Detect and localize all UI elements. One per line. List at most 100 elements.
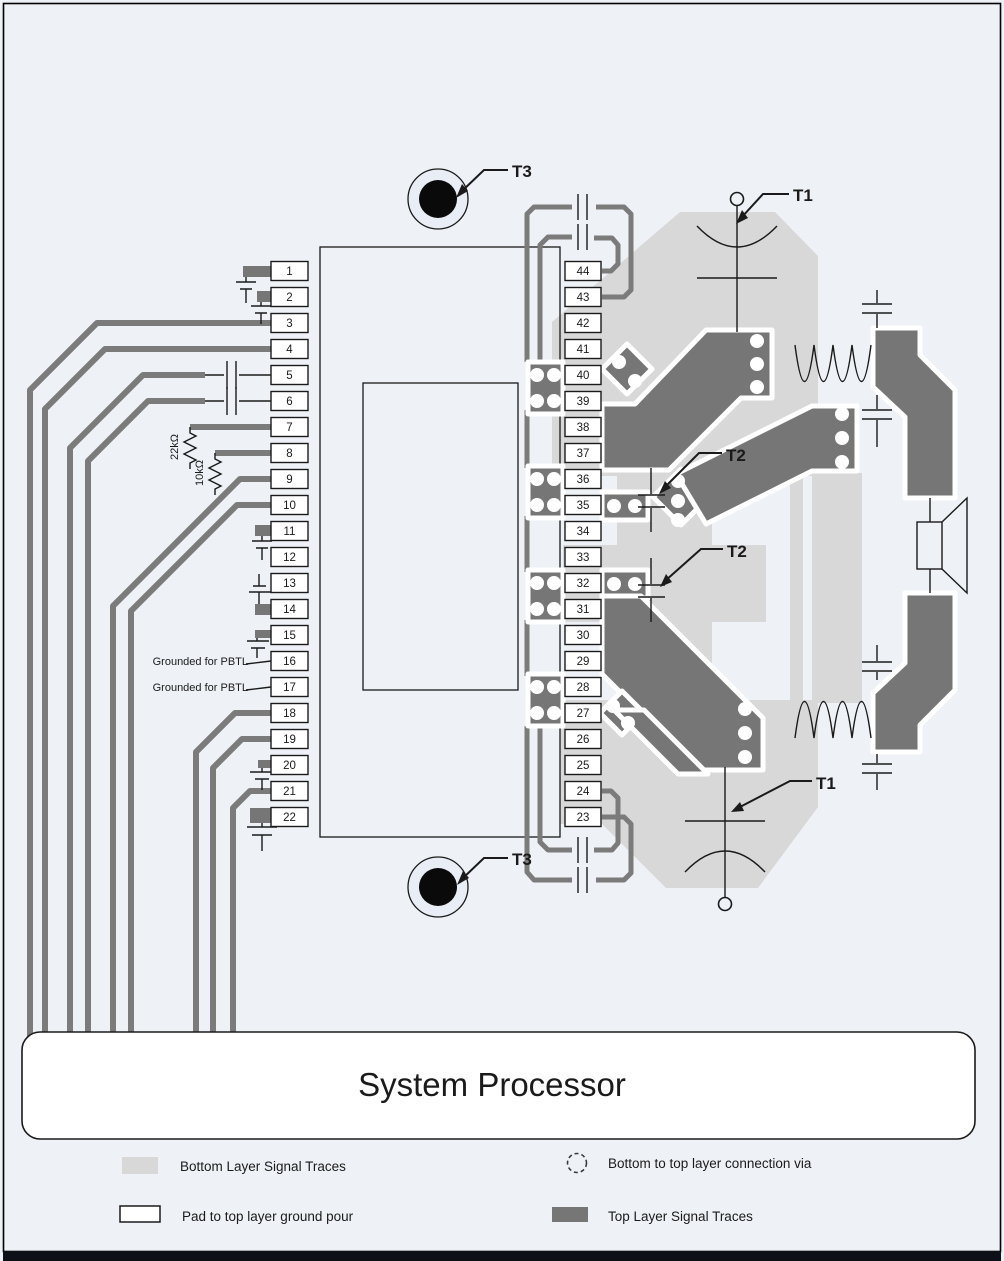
legend-item-via: Bottom to top layer connection via: [566, 1152, 812, 1174]
pin-box: [564, 650, 602, 672]
pin-number: 16: [283, 656, 296, 668]
pin-box: [564, 312, 602, 334]
pin-box: [564, 520, 602, 542]
svg-text:T1: T1: [816, 774, 836, 793]
pin-box: [564, 728, 602, 750]
pin-number: 8: [286, 448, 292, 460]
left-signal-traces: [27, 320, 271, 1040]
speaker-icon: [916, 496, 968, 595]
pin-number: 1: [286, 266, 292, 278]
pin-box: [564, 416, 602, 438]
t3-via-top-icon: [407, 168, 469, 230]
t2-label-upper: T2: [659, 446, 746, 494]
t3-label-bottom: T3: [457, 850, 532, 885]
t1-label-top: T1: [736, 186, 813, 224]
bootstrap-trace-loops: [524, 194, 634, 893]
capacitor-icon: [577, 867, 588, 893]
pin-number: 38: [577, 422, 590, 434]
resistor-icon: [207, 453, 223, 495]
pin-number: 27: [577, 708, 590, 720]
pin-box: [270, 364, 309, 386]
legend-item-ground-pad: Pad to top layer ground pour: [119, 1205, 354, 1224]
pin-box: [564, 676, 602, 698]
legend-item-bottom-layer: Bottom Layer Signal Traces: [122, 1157, 346, 1174]
pin-box: [564, 572, 602, 594]
pin-box: [564, 494, 602, 516]
pin-box: [564, 702, 602, 724]
pin-box: [564, 546, 602, 568]
pin-number: 34: [577, 526, 590, 538]
pin-number: 12: [283, 552, 296, 564]
resistor-10k-label: 10kΩ: [194, 460, 206, 486]
ic-body-outline: [319, 246, 561, 838]
pin-box: [270, 702, 309, 724]
pin-number: 3: [286, 318, 292, 330]
pin-number: 4: [286, 344, 293, 356]
pin-number: 43: [577, 292, 590, 304]
pin-box: [564, 754, 602, 776]
capacitor-icon: [577, 837, 588, 863]
t1-label-bottom: T1: [731, 774, 836, 812]
pin-box: [270, 416, 309, 438]
top-layer-swatch-icon: [552, 1207, 588, 1222]
system-processor-block: System Processor: [21, 1031, 976, 1140]
pin-number: 23: [577, 812, 590, 824]
pin-number: 21: [283, 786, 296, 798]
pin-number: 40: [577, 370, 590, 382]
pin-number: 30: [577, 630, 590, 642]
ic-outline: [319, 246, 561, 838]
ic-thermal-pad-outline: [362, 382, 519, 691]
pin-box: [564, 442, 602, 464]
resistor-10k: 10kΩ: [194, 453, 223, 495]
pin-number: 24: [577, 786, 590, 798]
t2-capacitor-lower-icon: [638, 558, 665, 622]
svg-text:T2: T2: [727, 542, 747, 561]
t2-capacitor-upper-icon: [638, 468, 665, 532]
output-filter-capacitors: [862, 290, 892, 790]
pin-box: [270, 598, 309, 620]
pin-number: 11: [284, 526, 296, 538]
legend: Bottom Layer Signal Traces Pad to top la…: [119, 1152, 812, 1224]
pin-box: [270, 624, 309, 646]
pin-number: 25: [577, 760, 590, 772]
pin-box: [270, 572, 309, 594]
pin-box: [270, 754, 309, 776]
pin-number: 31: [577, 604, 590, 616]
svg-text:Top Layer Signal Traces: Top Layer Signal Traces: [608, 1209, 753, 1224]
t1-probe-top-icon: [696, 191, 778, 332]
capacitor-icon: [205, 387, 271, 415]
pin-number: 18: [283, 708, 296, 720]
t3-label-top: T3: [456, 162, 532, 198]
pin-number: 10: [283, 500, 296, 512]
pin-number: 37: [577, 448, 590, 460]
pin-box: [270, 780, 309, 802]
pin-box: [270, 338, 309, 360]
inductor-top-icon: [794, 344, 872, 382]
svg-text:T3: T3: [512, 162, 532, 181]
system-processor-title: System Processor: [358, 1066, 626, 1103]
pin-number: 42: [577, 318, 590, 330]
pin-box: [564, 390, 602, 412]
pin-box: [564, 364, 602, 386]
right-pin-column: 4443424140393837363534333231302928272625…: [564, 260, 602, 828]
t3-via-bottom-icon: [407, 856, 469, 918]
pin-box: [270, 546, 309, 568]
left-pin-stubs-and-caps: [236, 266, 277, 851]
svg-text:T3: T3: [512, 850, 532, 869]
pin-number: 14: [283, 604, 296, 616]
grounded-pbtl-label-16: Grounded for PBTL: [153, 656, 248, 668]
pin-box: [270, 520, 309, 542]
svg-text:Pad to top layer ground pour: Pad to top layer ground pour: [182, 1209, 354, 1224]
pin-number: 35: [577, 500, 590, 512]
t1-probe-bottom-icon: [684, 767, 766, 912]
grounded-pbtl-label-17: Grounded for PBTL: [153, 682, 248, 694]
pin-box: [270, 468, 309, 490]
legend-item-top-layer: Top Layer Signal Traces: [552, 1207, 753, 1224]
pin-number: 28: [577, 682, 590, 694]
svg-text:T1: T1: [793, 186, 813, 205]
pin-number: 6: [286, 396, 292, 408]
resistor-22k: 22kΩ: [169, 427, 198, 469]
capacitor-icon: [577, 224, 588, 250]
